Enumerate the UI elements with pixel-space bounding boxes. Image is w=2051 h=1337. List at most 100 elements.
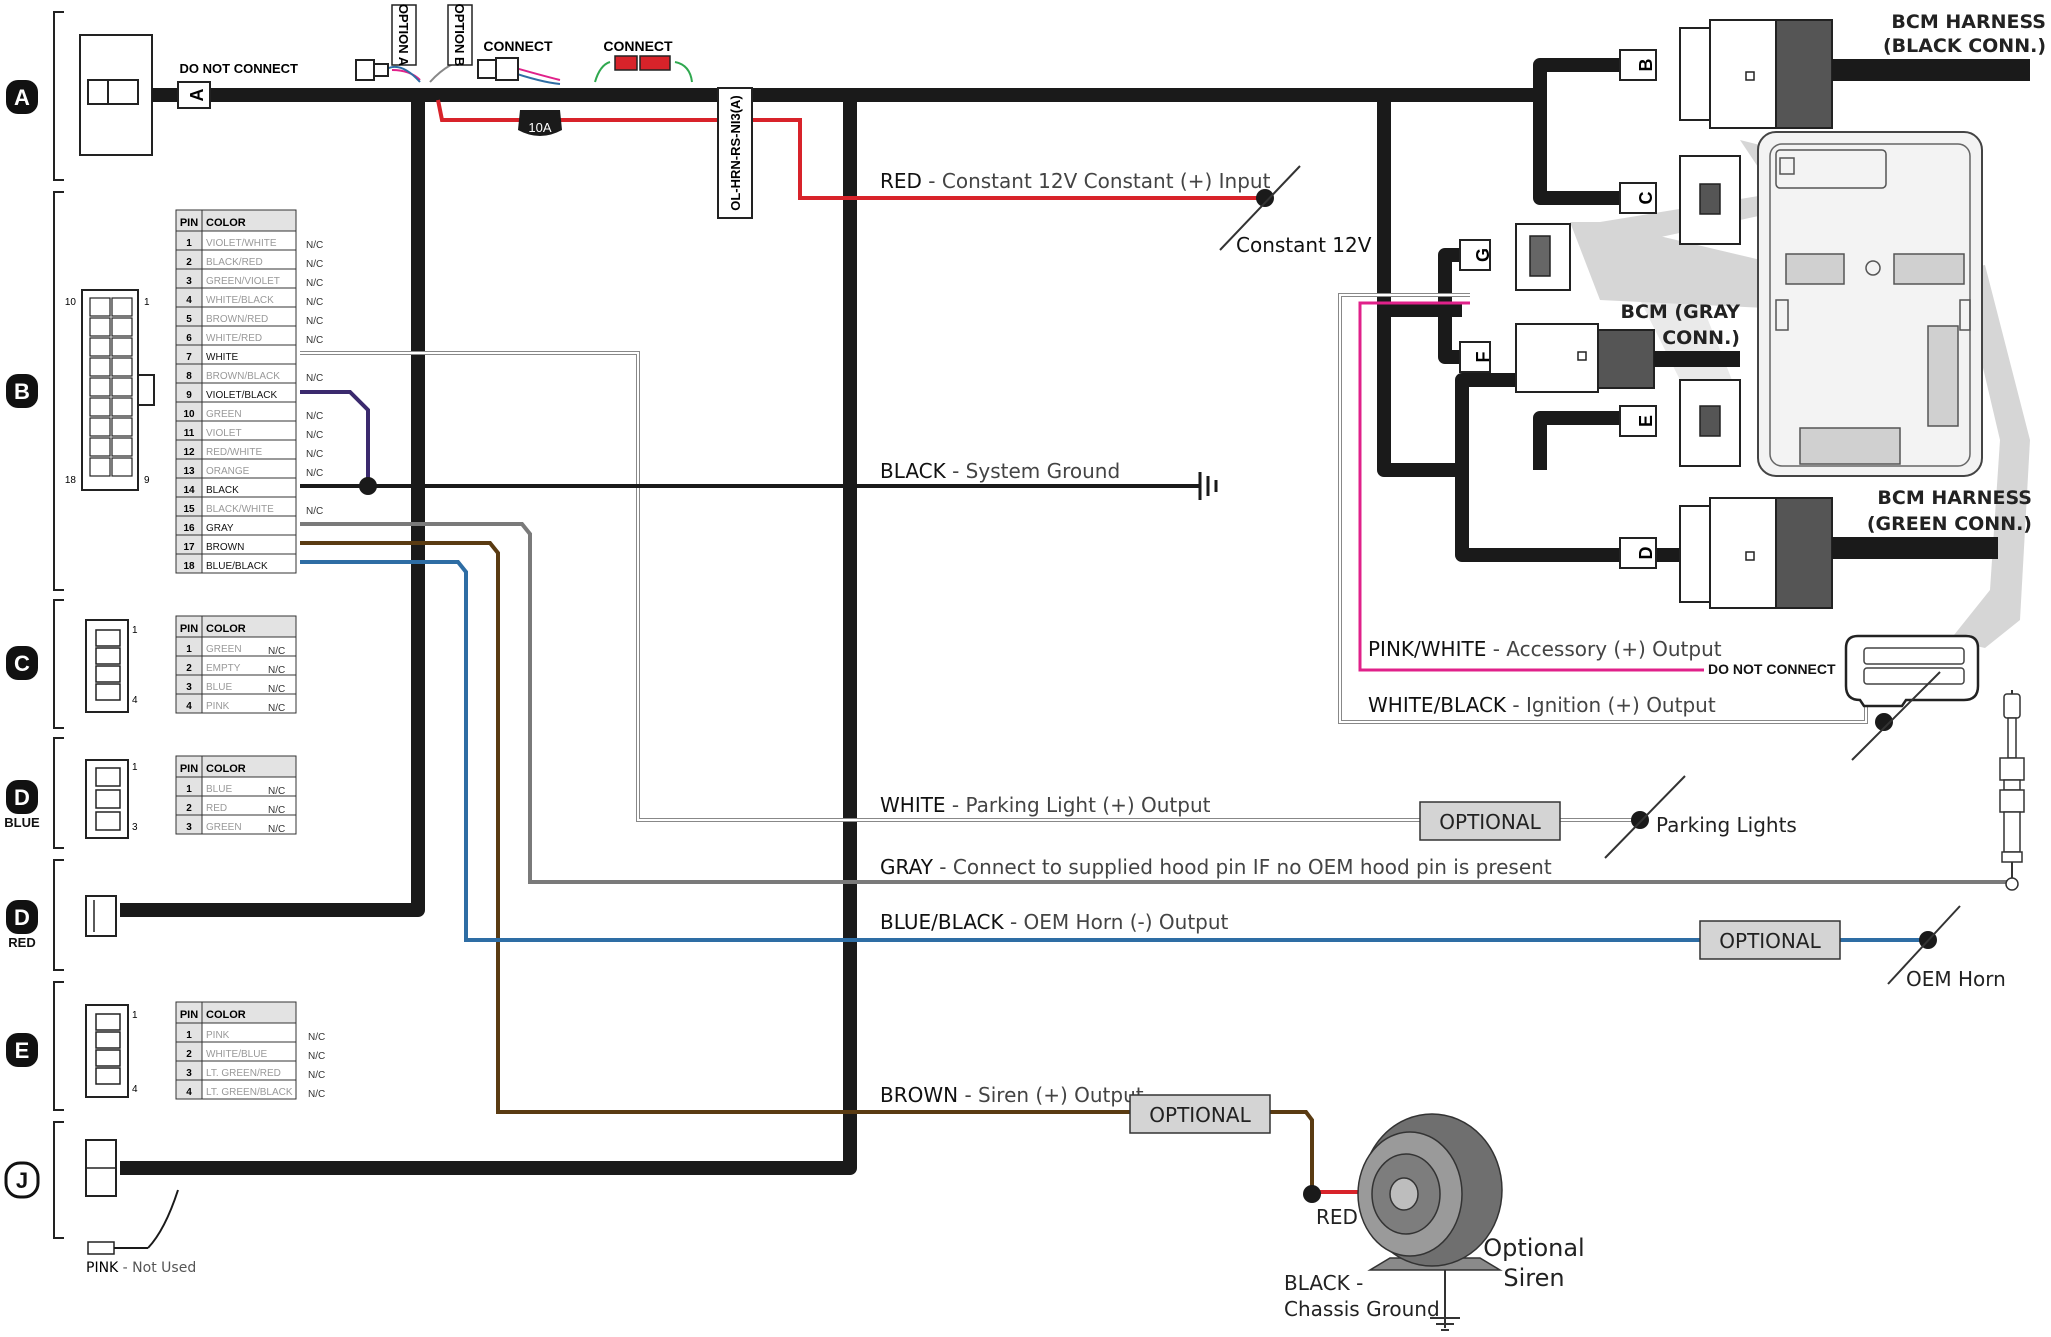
connector-b-cavity bbox=[89, 337, 111, 357]
pink-white-wire-label: PINK/WHITE - Accessory (+) Output bbox=[1368, 637, 1722, 661]
connect-label-2: CONNECT bbox=[603, 38, 673, 54]
gray-wire bbox=[300, 522, 2012, 884]
blue-black-wire-label: BLUE/BLACK - OEM Horn (-) Output bbox=[880, 910, 1229, 934]
part-number-tag: OL-HRN-RS-NI3(A) bbox=[717, 87, 753, 219]
parking-lights-dot bbox=[1631, 811, 1649, 829]
pin-number: 2 bbox=[186, 803, 192, 814]
pin-nc: N/C bbox=[308, 1032, 325, 1043]
section-letter-d-red: D bbox=[14, 905, 30, 930]
pin-color: GREEN bbox=[206, 822, 242, 833]
connector-b-cavity bbox=[111, 377, 133, 397]
section-brackets bbox=[53, 11, 64, 1239]
section-letter-b: B bbox=[14, 379, 30, 404]
connector-b-cavity bbox=[89, 417, 111, 437]
pin-color: BROWN/BLACK bbox=[206, 371, 280, 382]
pin-number: 2 bbox=[186, 1049, 192, 1060]
e-num-top: 1 bbox=[132, 1010, 138, 1021]
bcm-tag-e: E bbox=[1636, 415, 1656, 427]
pin-nc: N/C bbox=[268, 684, 285, 695]
bcm-connector-e: E bbox=[1619, 379, 1741, 467]
section-letter-d-blue: D bbox=[14, 785, 30, 810]
section-sub-blue: BLUE bbox=[4, 815, 40, 830]
section-badge-b: B bbox=[6, 374, 38, 408]
table-header-pin: PIN bbox=[180, 763, 198, 775]
connector-d-red bbox=[85, 895, 117, 937]
section-badge-d-red: D RED bbox=[6, 900, 38, 950]
pin-color: PINK bbox=[206, 701, 230, 712]
table-header-color: COLOR bbox=[206, 1009, 246, 1021]
pin-number: 4 bbox=[186, 1087, 192, 1098]
pin-color: GREEN bbox=[206, 409, 242, 420]
ground-symbol bbox=[1198, 472, 1218, 500]
connector-b-cavity bbox=[89, 297, 111, 317]
bcm-tag-c: C bbox=[1636, 192, 1656, 205]
pin-nc: N/C bbox=[306, 506, 323, 517]
siren: RED BLACK - Chassis Ground Optional Sire… bbox=[1284, 1113, 1585, 1331]
siren-red-label: RED bbox=[1316, 1205, 1358, 1229]
constant-12v-label: Constant 12V bbox=[1236, 233, 1372, 257]
connector-b-cavity bbox=[89, 377, 111, 397]
pin-color: GREEN bbox=[206, 644, 242, 655]
section-letter-c: C bbox=[14, 651, 30, 676]
section-badge-j: J bbox=[4, 1161, 40, 1199]
option-b-connector: OPTION B CONNECT bbox=[447, 4, 553, 81]
option-b-label: OPTION B bbox=[452, 4, 467, 67]
connector-b-cavity bbox=[111, 457, 133, 477]
pin-nc: N/C bbox=[308, 1089, 325, 1100]
bcm-tag-g: G bbox=[1473, 248, 1493, 262]
section-letter-a: A bbox=[14, 85, 30, 110]
optional-box-parking: OPTIONAL bbox=[1419, 801, 1561, 841]
pin-number: 7 bbox=[186, 352, 192, 363]
c-num-top: 1 bbox=[132, 625, 138, 636]
table-header-pin: PIN bbox=[180, 217, 198, 229]
optional-box-horn: OPTIONAL bbox=[1699, 920, 1841, 960]
pin-nc: N/C bbox=[268, 703, 285, 714]
section-letter-j: J bbox=[16, 1168, 28, 1193]
parking-lights-tick bbox=[1604, 775, 1686, 859]
pin-color: WHITE/BLACK bbox=[206, 295, 274, 306]
blue-black-wire bbox=[300, 560, 1928, 942]
b-num-right-bottom: 9 bbox=[144, 475, 150, 486]
bcm-gray-label-2: CONN.) bbox=[1662, 327, 1740, 349]
pin-nc: N/C bbox=[306, 430, 323, 441]
pin-color: BLUE/BLACK bbox=[206, 561, 268, 572]
siren-black-label-1: BLACK - bbox=[1284, 1271, 1363, 1295]
pin-nc: N/C bbox=[306, 335, 323, 346]
pin-number: 16 bbox=[183, 523, 195, 534]
pin-color: RED/WHITE bbox=[206, 447, 262, 458]
pin-color: WHITE/RED bbox=[206, 333, 262, 344]
gray-wire-label: GRAY - Connect to supplied hood pin IF n… bbox=[880, 855, 1552, 879]
pin-color: VIOLET bbox=[206, 428, 242, 439]
hood-pin bbox=[1999, 690, 2025, 891]
bcm-gray-label-1: BCM (GRAY bbox=[1620, 301, 1740, 323]
connector-b: 10 1 18 9 bbox=[65, 289, 155, 491]
connector-b-cavity bbox=[111, 437, 133, 457]
red-constant-wire bbox=[436, 99, 1265, 200]
section-badge-a: A bbox=[6, 80, 38, 114]
pin-color: GREEN/VIOLET bbox=[206, 276, 280, 287]
pin-nc: N/C bbox=[306, 259, 323, 270]
bcm-tag-b: B bbox=[1636, 59, 1656, 72]
red-wire-label: RED - Constant 12V Constant (+) Input bbox=[880, 169, 1271, 193]
pin-nc: N/C bbox=[306, 316, 323, 327]
table-header-color: COLOR bbox=[206, 623, 246, 635]
connector-c: 1 4 bbox=[85, 619, 138, 713]
brown-wire-label: BROWN - Siren (+) Output bbox=[880, 1083, 1144, 1107]
bcm-connector-g: G bbox=[1459, 223, 1571, 291]
pin-color: LT. GREEN/BLACK bbox=[206, 1087, 293, 1098]
